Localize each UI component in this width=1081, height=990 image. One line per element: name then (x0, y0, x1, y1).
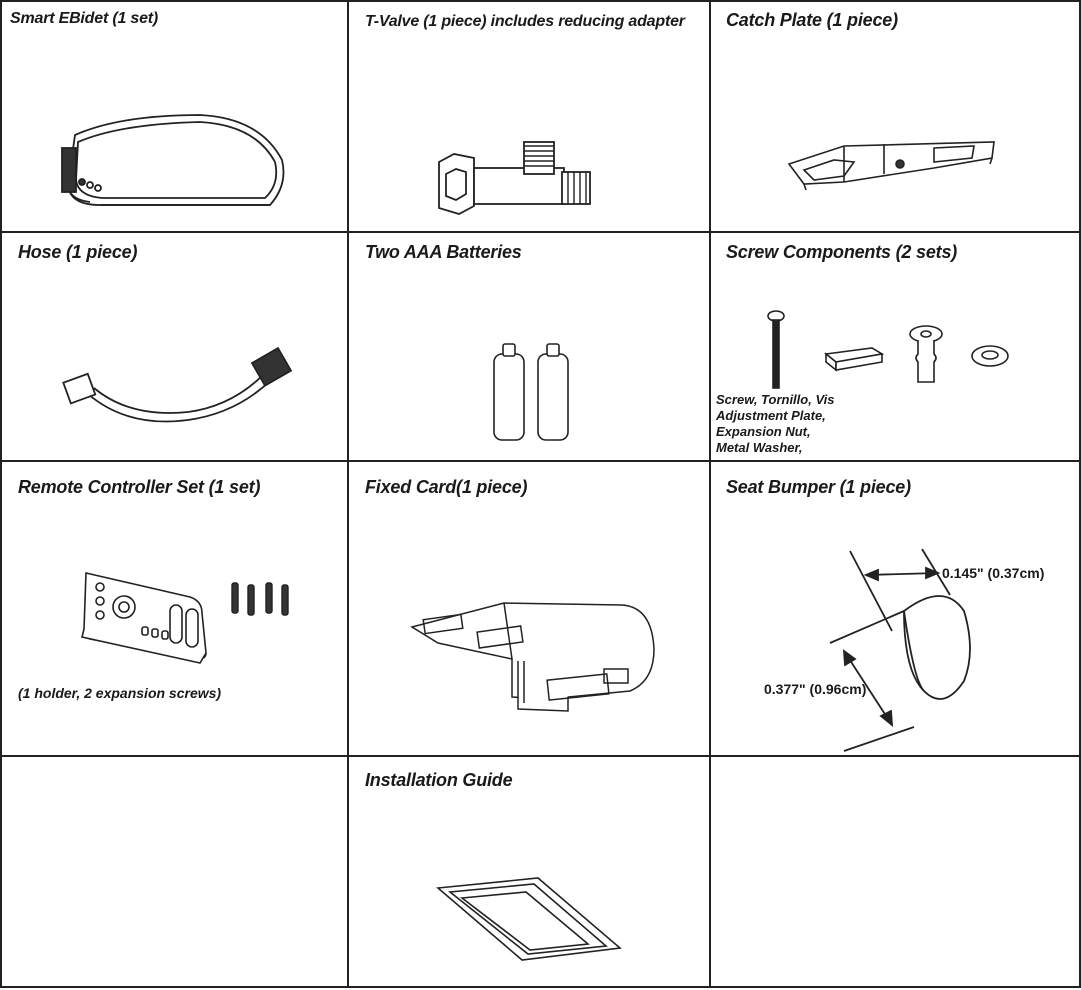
catch-plate-icon (787, 141, 995, 191)
expansion-screw-icon (231, 582, 289, 616)
cell-hose: Hose (1 piece) (0, 232, 348, 461)
cell-title: Hose (1 piece) (18, 242, 138, 262)
cell-remote-controller: Remote Controller Set (1 set) (1 holder,… (0, 461, 348, 756)
t-valve-icon (438, 141, 591, 215)
hose-icon (62, 346, 293, 423)
cell-title: Seat Bumper (1 piece) (726, 477, 911, 497)
cell-empty-left (0, 756, 348, 988)
cell-title: Catch Plate (1 piece) (726, 10, 898, 30)
cell-seat-bumper: Seat Bumper (1 piece) 0.145" (0.37cm) 0.… (710, 461, 1081, 756)
cell-title: Remote Controller Set (1 set) (18, 477, 261, 497)
cell-screw-components: Screw Components (2 sets) (710, 232, 1081, 461)
installation-guide-icon (436, 877, 622, 961)
cell-title: Two AAA Batteries (365, 242, 522, 262)
cell-empty-right (710, 756, 1081, 988)
seat-bumper-icon (829, 548, 971, 752)
bidet-seat-icon (61, 114, 285, 206)
cell-installation-guide: Installation Guide (348, 756, 710, 988)
cell-title: Screw Components (2 sets) (726, 242, 958, 262)
fixed-card-icon (410, 602, 655, 712)
screw-note-3: Expansion Nut, (716, 424, 811, 439)
remote-note: (1 holder, 2 expansion screws) (18, 685, 222, 701)
screw-note-4: Metal Washer, (716, 440, 803, 455)
metal-washer-icon (971, 345, 1009, 367)
cell-batteries: Two AAA Batteries (348, 232, 710, 461)
cell-smart-ebidet: Smart EBidet (1 set) (0, 0, 348, 232)
cell-title: Smart EBidet (1 set) (10, 10, 159, 27)
adjustment-plate-icon (824, 347, 885, 372)
screw-icon (767, 310, 785, 389)
cell-catch-plate: Catch Plate (1 piece) (710, 0, 1081, 232)
cell-title: Installation Guide (365, 770, 513, 790)
cell-t-valve: T-Valve (1 piece) includes reducing adap… (348, 0, 710, 232)
screw-note-1: Screw, Tornillo, Vis (716, 392, 835, 407)
remote-controller-icon (81, 572, 207, 664)
cell-title: T-Valve (1 piece) includes reducing adap… (365, 13, 685, 30)
bumper-height-dimension: 0.377" (0.96cm) (764, 681, 867, 697)
bumper-width-dimension: 0.145" (0.37cm) (942, 565, 1045, 581)
battery-icon (493, 343, 569, 441)
screw-note-2: Adjustment Plate, (716, 408, 826, 423)
cell-title: Fixed Card(1 piece) (365, 477, 528, 497)
expansion-nut-icon (909, 325, 943, 383)
cell-fixed-card: Fixed Card(1 piece) (348, 461, 710, 756)
